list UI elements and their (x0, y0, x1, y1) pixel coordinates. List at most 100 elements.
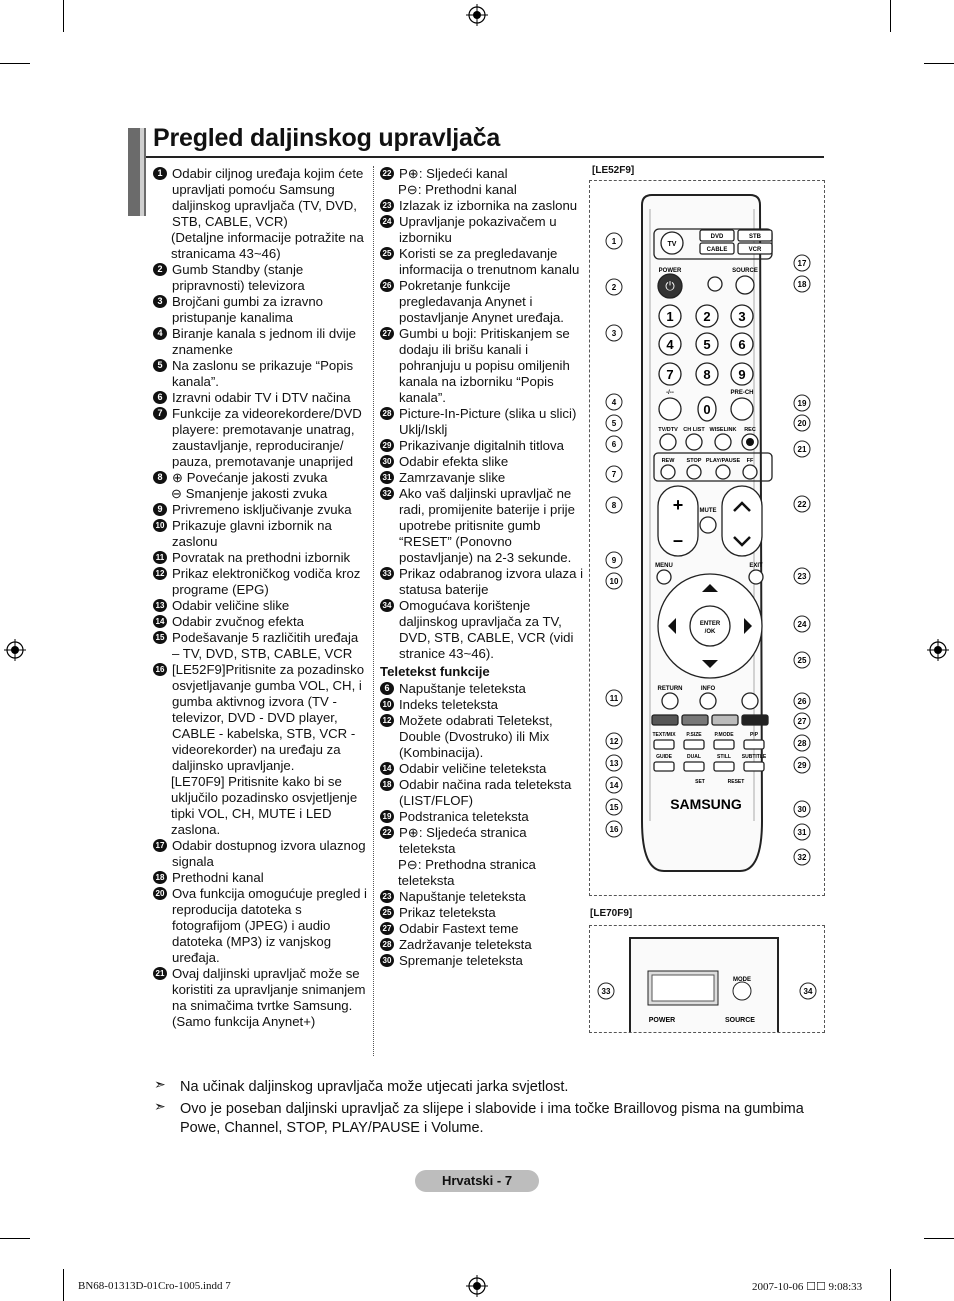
enter-ok-button[interactable] (689, 605, 731, 647)
callout-badge (793, 275, 811, 293)
item-text: P⊖: Prethodna stranica teleteksta (398, 857, 536, 888)
digit-7-button[interactable] (658, 362, 682, 386)
transport-frame[interactable] (653, 452, 773, 482)
list-item: 10 Indeks teleteksta (380, 697, 584, 713)
item-text: Indeks teleteksta (399, 697, 498, 712)
title-rule (146, 156, 824, 158)
item-text: Zamrzavanje slike (399, 470, 506, 485)
item-number-badge: 4 (153, 327, 167, 340)
callout-number: 26 (798, 697, 807, 706)
callout-badge (605, 798, 623, 816)
callout-badge (605, 732, 623, 750)
color-button-1[interactable] (681, 714, 709, 726)
digit-8-button[interactable] (695, 362, 719, 386)
callout-number: 18 (798, 280, 807, 289)
model-label-le70f9: [LE70F9] (590, 908, 633, 919)
menu-button[interactable] (656, 569, 672, 585)
item-number-badge: 21 (153, 967, 167, 980)
row4-button-2[interactable] (713, 761, 735, 772)
tv-mode-button[interactable] (660, 231, 684, 255)
row4-button-0[interactable] (653, 761, 675, 772)
item-number-badge: 15 (153, 631, 167, 644)
source-cable-button[interactable] (699, 242, 735, 255)
callout-badge (793, 495, 811, 513)
item-text: Zadržavanje teleteksta (399, 937, 532, 952)
color-button-2[interactable] (711, 714, 739, 726)
digit-2-label: 2 (703, 309, 710, 324)
item-text: Prikazuje glavni izbornik na zaslonu (172, 518, 332, 549)
digit-2-button[interactable] (695, 304, 719, 328)
source-label: SOURCE (732, 268, 758, 274)
row3-button-3[interactable] (743, 739, 765, 750)
row3-button-1[interactable] (683, 739, 705, 750)
row-button-0[interactable] (659, 433, 677, 451)
crop-mark (0, 1238, 30, 1239)
crop-mark (63, 0, 64, 32)
digit-1-button[interactable] (658, 304, 682, 328)
row4-button-1[interactable] (683, 761, 705, 772)
transport-button-0[interactable] (660, 464, 676, 480)
row3-button-2[interactable] (713, 739, 735, 750)
digit-3-button[interactable] (730, 304, 754, 328)
power-button[interactable] (657, 273, 683, 299)
row-label: CH LIST (683, 427, 705, 433)
dash-button[interactable] (658, 397, 682, 421)
digit-4-button[interactable] (658, 332, 682, 356)
item-number-badge: 3 (153, 295, 167, 308)
exit-button[interactable] (748, 569, 764, 585)
color-button-3[interactable] (741, 714, 769, 726)
digit-5-button[interactable] (695, 332, 719, 356)
row-button-2[interactable] (714, 433, 732, 451)
right-arrow-icon (744, 618, 752, 634)
return-button[interactable] (661, 692, 679, 710)
row-button-1[interactable] (685, 433, 703, 451)
power-label: POWER (659, 268, 682, 274)
source-stb-button[interactable] (737, 229, 773, 242)
item-text: Upravljanje pokazivačem u izborniku (399, 214, 557, 245)
digit-0-button[interactable] (697, 396, 717, 422)
row3-button-0[interactable] (653, 739, 675, 750)
item-number-badge: 20 (153, 887, 167, 900)
row4-button-3[interactable] (743, 761, 765, 772)
callout-number: 4 (612, 398, 617, 407)
item-text: ⊕ Povećanje jakosti zvuka (172, 470, 328, 485)
item-text: Odabir ciljnog uređaja kojim ćete upravl… (172, 166, 364, 229)
row-label: TV/DTV (658, 427, 678, 433)
digit-9-button[interactable] (730, 362, 754, 386)
prech-button[interactable] (730, 397, 754, 421)
color-button-0[interactable] (651, 714, 679, 726)
light-button[interactable] (707, 276, 723, 292)
channel-rocker[interactable] (721, 485, 763, 557)
callout-badge (605, 820, 623, 838)
digit-6-button[interactable] (730, 332, 754, 356)
transport-button-2[interactable] (715, 464, 731, 480)
callout-number: 33 (602, 987, 611, 996)
item-number-badge: 6 (153, 391, 167, 404)
source-vcr-button[interactable] (737, 242, 773, 255)
source-button[interactable] (735, 275, 755, 295)
mute-label: MUTE (700, 508, 717, 514)
crop-mark (63, 1269, 64, 1301)
volume-rocker[interactable] (657, 485, 699, 557)
item-text: Prikazivanje digitalnih titlova (399, 438, 564, 453)
item-number-badge: 10 (380, 698, 394, 711)
source-dvd-button[interactable] (699, 229, 735, 242)
mute-button[interactable] (699, 516, 717, 534)
transport-button-3[interactable] (742, 464, 758, 480)
transport-button-1[interactable] (686, 464, 702, 480)
registration-mark-icon (927, 639, 949, 661)
digit-5-label: 5 (703, 337, 710, 352)
transport-label: PLAY/PAUSE (706, 458, 741, 464)
info-button[interactable] (699, 692, 717, 710)
mode-button[interactable] (732, 981, 752, 1001)
item-text: [LE52F9]Pritisnite za pozadinsko osvjetl… (172, 662, 365, 773)
anynet-button[interactable] (741, 692, 759, 710)
item-text: Izravni odabir TV i DTV načina (172, 390, 351, 405)
